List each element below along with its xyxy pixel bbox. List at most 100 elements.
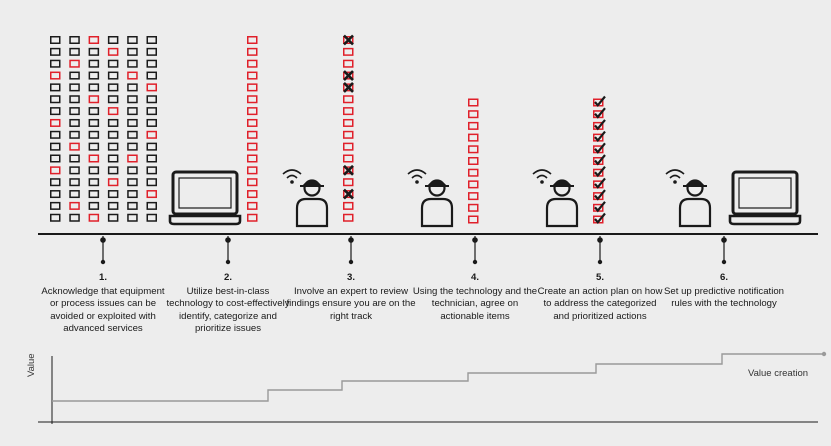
check-mark-icon	[594, 130, 606, 143]
checkbox-icon	[247, 95, 258, 104]
checkbox-icon	[88, 118, 100, 127]
checkbox-icon	[107, 201, 119, 210]
wifi-signal-icon	[665, 169, 685, 184]
step-description: Acknowledge that equipment or process is…	[41, 285, 165, 335]
step-description: Create an action plan on how to address …	[537, 285, 663, 322]
check-mark-icon	[594, 142, 606, 154]
checkbox-icon	[50, 118, 61, 127]
checkbox-icon	[343, 36, 354, 44]
step-description: Utilize best-in-class technology to cost…	[166, 285, 290, 335]
step-2: 2. Utilize best-in-class technology to c…	[163, 272, 293, 336]
value-creation-label: Value creation	[748, 368, 809, 379]
check-mark-icon	[594, 154, 606, 166]
timeline-marker	[721, 236, 727, 265]
checkbox-icon	[146, 118, 157, 127]
checkbox-icon	[247, 59, 258, 68]
checkbox-icon	[107, 36, 119, 44]
technician-icon	[545, 179, 579, 228]
checkbox-icon	[247, 107, 258, 116]
check-mark-icon	[594, 166, 606, 178]
checkbox-icon	[127, 142, 138, 151]
checkbox-icon	[107, 166, 119, 175]
checkbox-icon	[468, 215, 479, 224]
checkbox-icon	[247, 201, 258, 210]
checkbox-icon	[146, 71, 157, 80]
timeline-marker	[100, 236, 106, 265]
checkbox-icon	[50, 71, 61, 80]
checkbox-icon	[127, 178, 138, 187]
checkbox-icon	[127, 107, 138, 116]
step-number: 4.	[470, 272, 479, 283]
step-1: 1. Acknowledge that equipment or process…	[38, 272, 168, 336]
value-creation-line	[52, 353, 824, 402]
checkbox-icon	[69, 47, 80, 56]
checkbox-icon	[107, 47, 119, 56]
checkbox-icon	[127, 47, 138, 56]
checkbox-icon	[88, 83, 100, 92]
checkbox-icon	[343, 59, 354, 68]
step-5: 5. Create an action plan on how to addre…	[535, 272, 665, 323]
checkbox-icon	[107, 59, 119, 68]
checkbox-icon	[343, 166, 354, 175]
checkbox-icon	[247, 154, 258, 163]
checkbox-icon	[88, 166, 100, 175]
checkbox-icon	[69, 83, 80, 92]
x-mark-icon	[343, 164, 354, 176]
step-description: Involve an expert to review findings ens…	[286, 285, 416, 322]
checkbox-icon	[69, 190, 80, 199]
checkbox-icon	[127, 130, 138, 139]
checkbox-icon	[69, 201, 80, 210]
technician-icon	[420, 179, 454, 228]
step-description: Using the technology and the technician,…	[412, 285, 538, 322]
checkbox-icon	[107, 142, 119, 151]
checkbox-icon	[107, 190, 119, 199]
checkbox-icon	[127, 71, 138, 80]
step-description: Set up predictive notification rules wit…	[664, 285, 784, 310]
step-number: 5.	[595, 272, 604, 283]
checkbox-icon	[107, 83, 119, 92]
step-3: 3. Involve an expert to review findings …	[286, 272, 416, 323]
checkbox-icon	[247, 190, 258, 199]
checkbox-icon	[107, 178, 119, 187]
checkbox-icon	[468, 98, 479, 107]
x-mark-icon	[343, 81, 354, 93]
checkbox-icon	[343, 47, 354, 56]
checkbox-icon	[50, 190, 61, 199]
timeline-marker	[472, 236, 478, 265]
checkbox-icon	[107, 154, 119, 163]
checkbox-icon	[343, 154, 354, 163]
checkbox-icon	[50, 59, 61, 68]
timeline-marker	[348, 236, 354, 265]
checkbox-icon	[127, 190, 138, 199]
checkbox-icon	[50, 95, 61, 104]
checkbox-icon	[69, 107, 80, 116]
checkbox-icon	[88, 71, 100, 80]
checkbox-icon	[50, 130, 61, 139]
checkbox-icon	[69, 178, 80, 187]
step-6: 6. Set up predictive notification rules …	[659, 272, 789, 311]
checkbox-icon	[50, 36, 61, 44]
checkbox-icon	[127, 95, 138, 104]
checkbox-icon	[50, 47, 61, 56]
checkbox-icon	[343, 213, 354, 222]
checkbox-icon	[127, 36, 138, 44]
checkbox-icon	[343, 178, 354, 187]
checkbox-icon	[343, 201, 354, 210]
issue-grid	[50, 36, 157, 222]
x-mark-icon	[343, 70, 354, 81]
checkbox-icon	[468, 121, 479, 130]
checkbox-icon	[88, 36, 100, 44]
checkbox-icon	[343, 118, 354, 127]
checkbox-icon	[146, 201, 157, 210]
wifi-signal-icon	[282, 169, 302, 184]
checkbox-icon	[107, 107, 119, 116]
x-mark-icon	[343, 188, 354, 200]
checkbox-icon	[88, 154, 100, 163]
checkbox-icon	[247, 213, 258, 222]
checkbox-icon	[69, 142, 80, 151]
checkbox-icon	[468, 133, 479, 142]
column-step-4	[468, 98, 479, 224]
step-number: 3.	[346, 272, 355, 283]
checkbox-icon	[468, 180, 479, 189]
